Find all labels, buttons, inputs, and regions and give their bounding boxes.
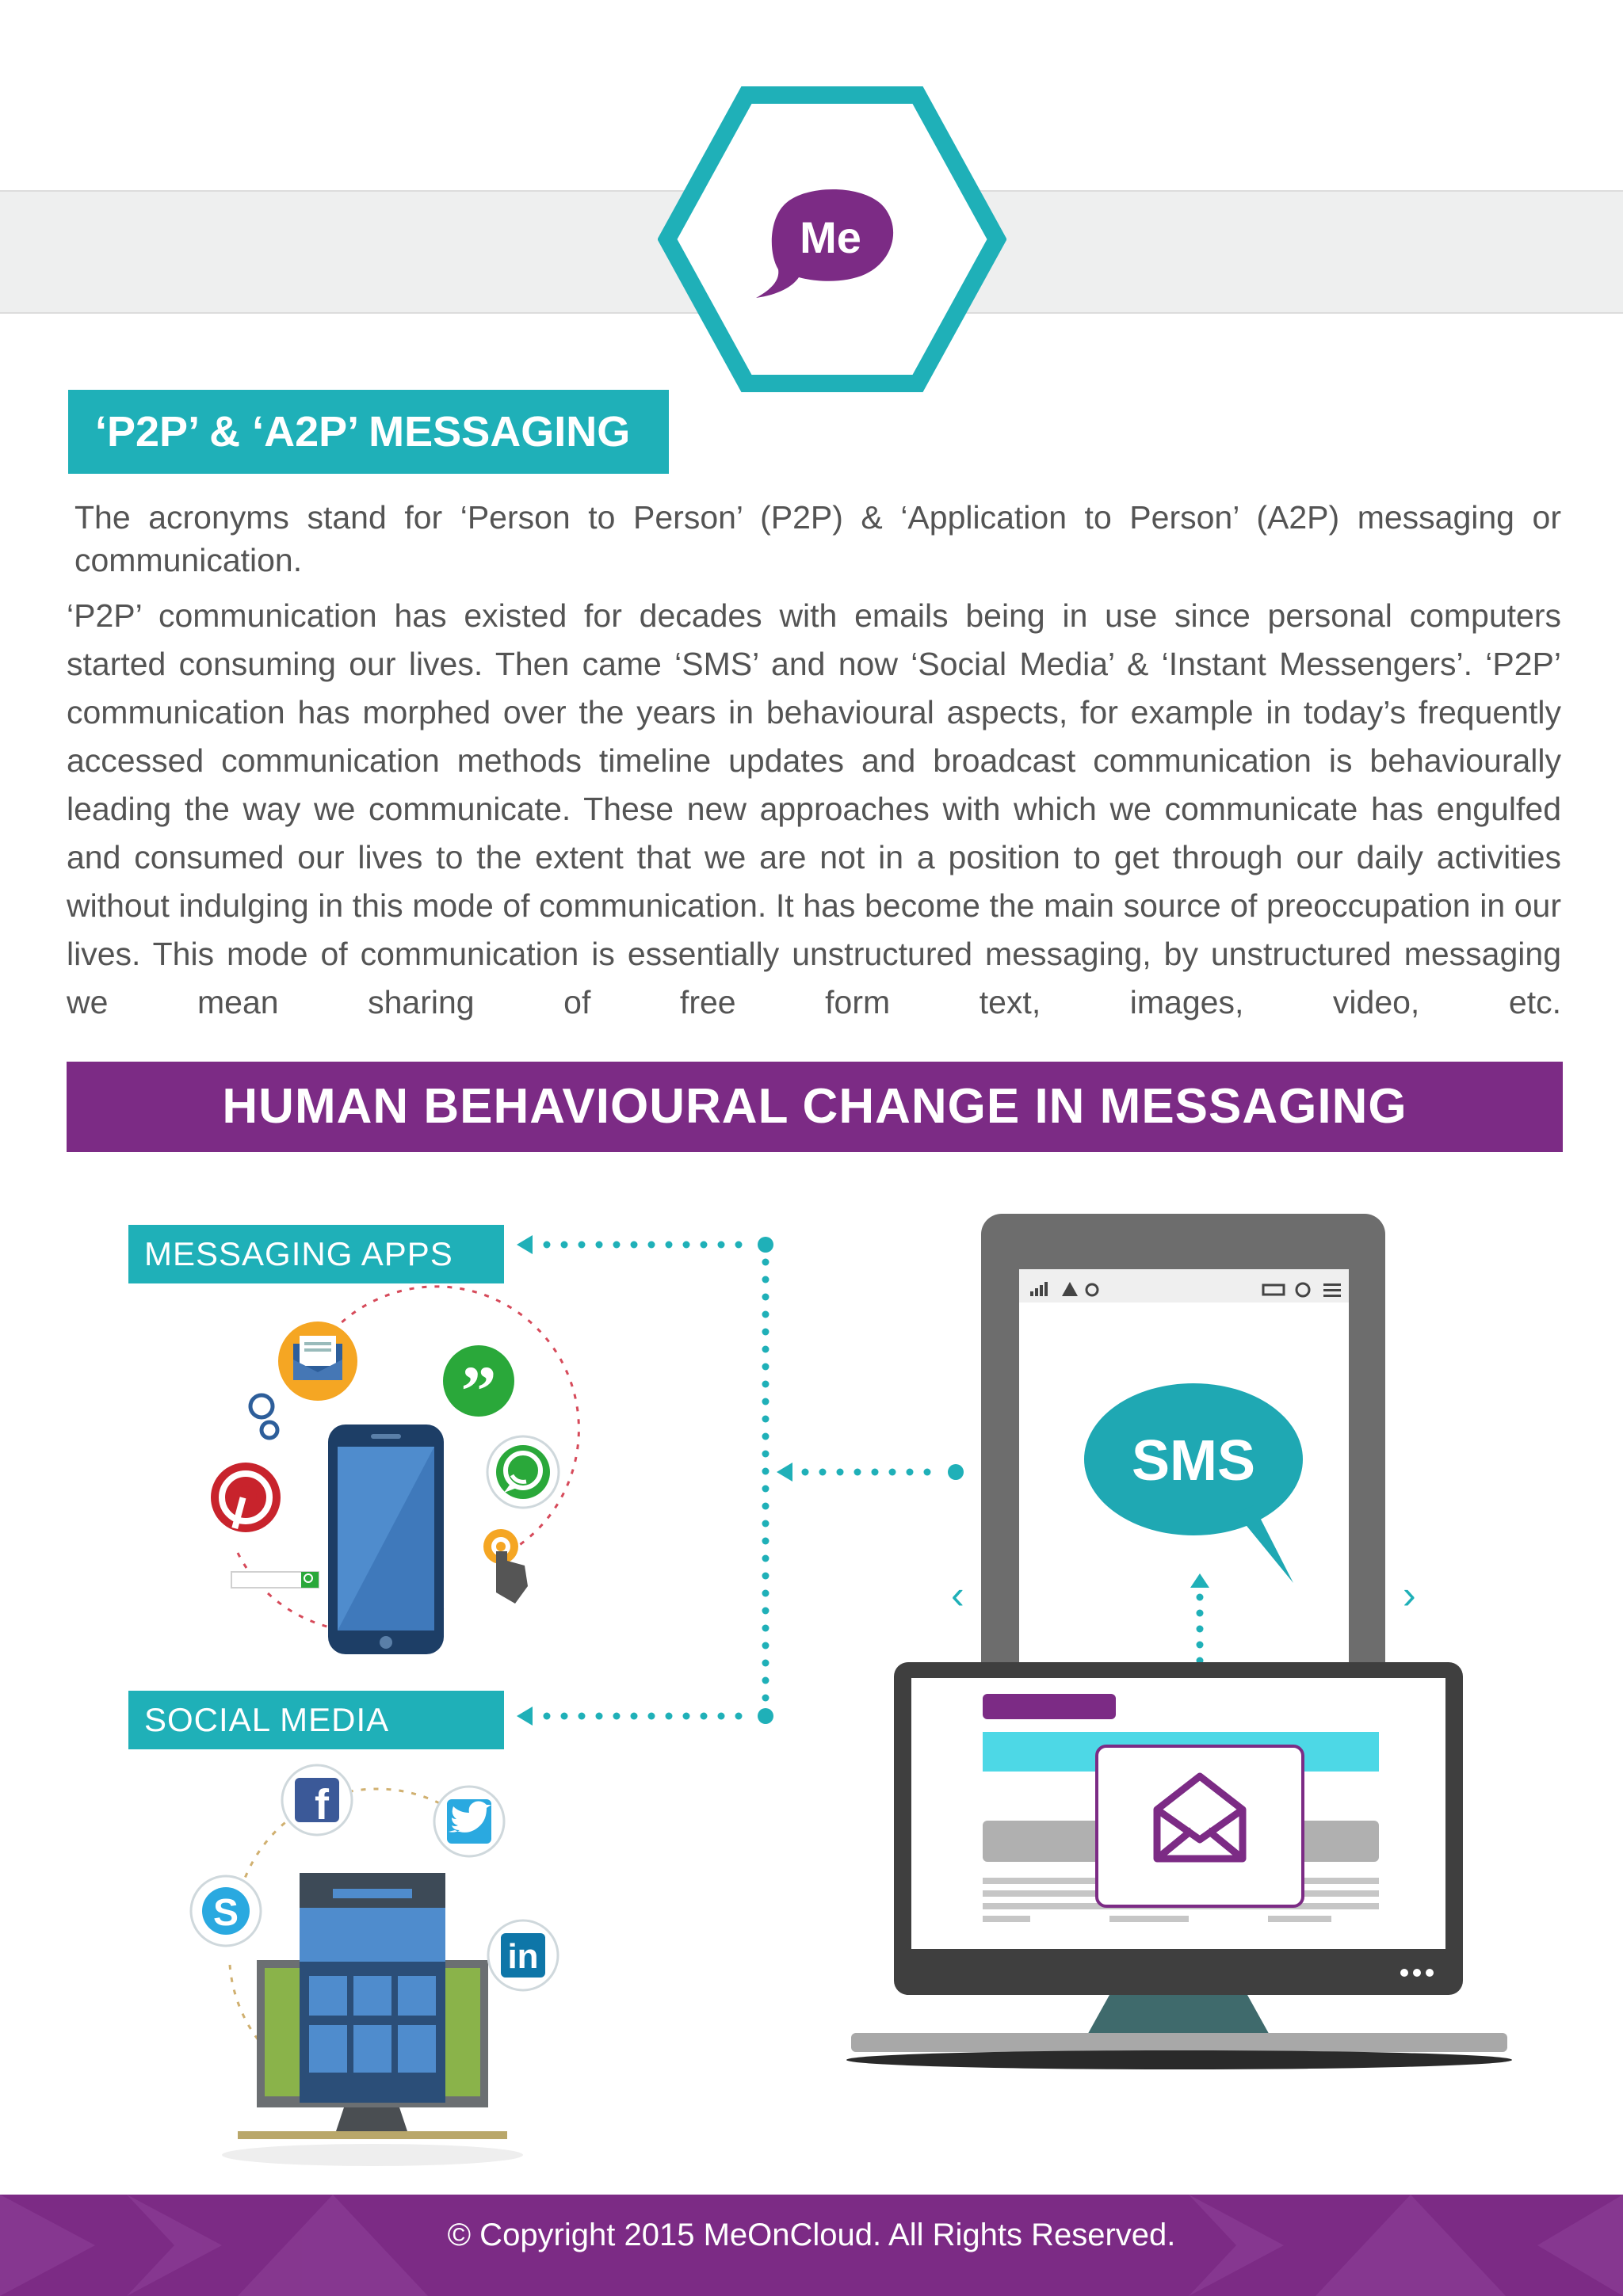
smartphone-icon [328, 1425, 444, 1654]
linkedin-icon: in [487, 1919, 559, 1992]
quote-chat-icon: ” [443, 1345, 514, 1431]
touch-icon [483, 1529, 528, 1604]
connector-middle [777, 1463, 792, 1482]
footer-pattern [0, 2195, 1623, 2296]
dotted-connectors [517, 1235, 964, 1726]
svg-text:S: S [213, 1892, 239, 1934]
body-paragraph: ‘P2P’ communication has existed for deca… [67, 597, 1561, 1020]
tablet-device: SMS ‹ › [951, 1214, 1416, 1721]
svg-text:in: in [507, 1937, 538, 1976]
webpage-icon [300, 1873, 445, 2103]
section-heading-p2p-a2p: ‘P2P’ & ‘A2P’ MESSAGING [68, 390, 669, 474]
gears-icon [248, 1393, 280, 1440]
copyright-text: © Copyright 2015 MeOnCloud. All Rights R… [447, 2218, 1176, 2252]
logo-text: Me [800, 212, 861, 262]
menu-dots-icon [1400, 1969, 1434, 1977]
status-bar-icons [1030, 1282, 1341, 1298]
search-icon [231, 1571, 319, 1589]
carousel-next-icon: › [1403, 1573, 1416, 1617]
section-heading-behavioural-change: HUMAN BEHAVIOURAL CHANGE IN MESSAGING [67, 1062, 1563, 1152]
svg-text:”: ” [461, 1352, 497, 1431]
laptop-monitor-device [846, 1662, 1512, 2069]
logo-hexagon: Me [658, 86, 1006, 392]
facebook-icon: f [281, 1764, 353, 1836]
skype-icon: S [189, 1875, 262, 1947]
me-speech-bubble-icon: Me [756, 189, 894, 298]
sms-bubble-icon: SMS [1084, 1383, 1303, 1583]
messaging-illustration: ” [189, 1214, 1512, 2166]
sms-label: SMS [1132, 1429, 1255, 1493]
envelope-icon [1095, 1745, 1304, 1908]
connector-apps [517, 1235, 533, 1254]
pinterest-icon [211, 1463, 281, 1532]
whatsapp-icon [486, 1435, 560, 1509]
twitter-icon [433, 1785, 506, 1858]
connector-social [517, 1707, 533, 1726]
footer: © Copyright 2015 MeOnCloud. All Rights R… [0, 2195, 1623, 2296]
intro-paragraph: The acronyms stand for ‘Person to Person… [74, 499, 1561, 578]
social-media-cluster: f S in [189, 1764, 559, 2166]
messaging-apps-label: MESSAGING APPS [128, 1225, 504, 1283]
svg-text:f: f [315, 1781, 330, 1829]
messaging-apps-cluster: ” [211, 1285, 580, 1654]
carousel-prev-icon: ‹ [951, 1573, 964, 1617]
email-icon [278, 1322, 357, 1401]
social-media-label: SOCIAL MEDIA [128, 1691, 504, 1749]
